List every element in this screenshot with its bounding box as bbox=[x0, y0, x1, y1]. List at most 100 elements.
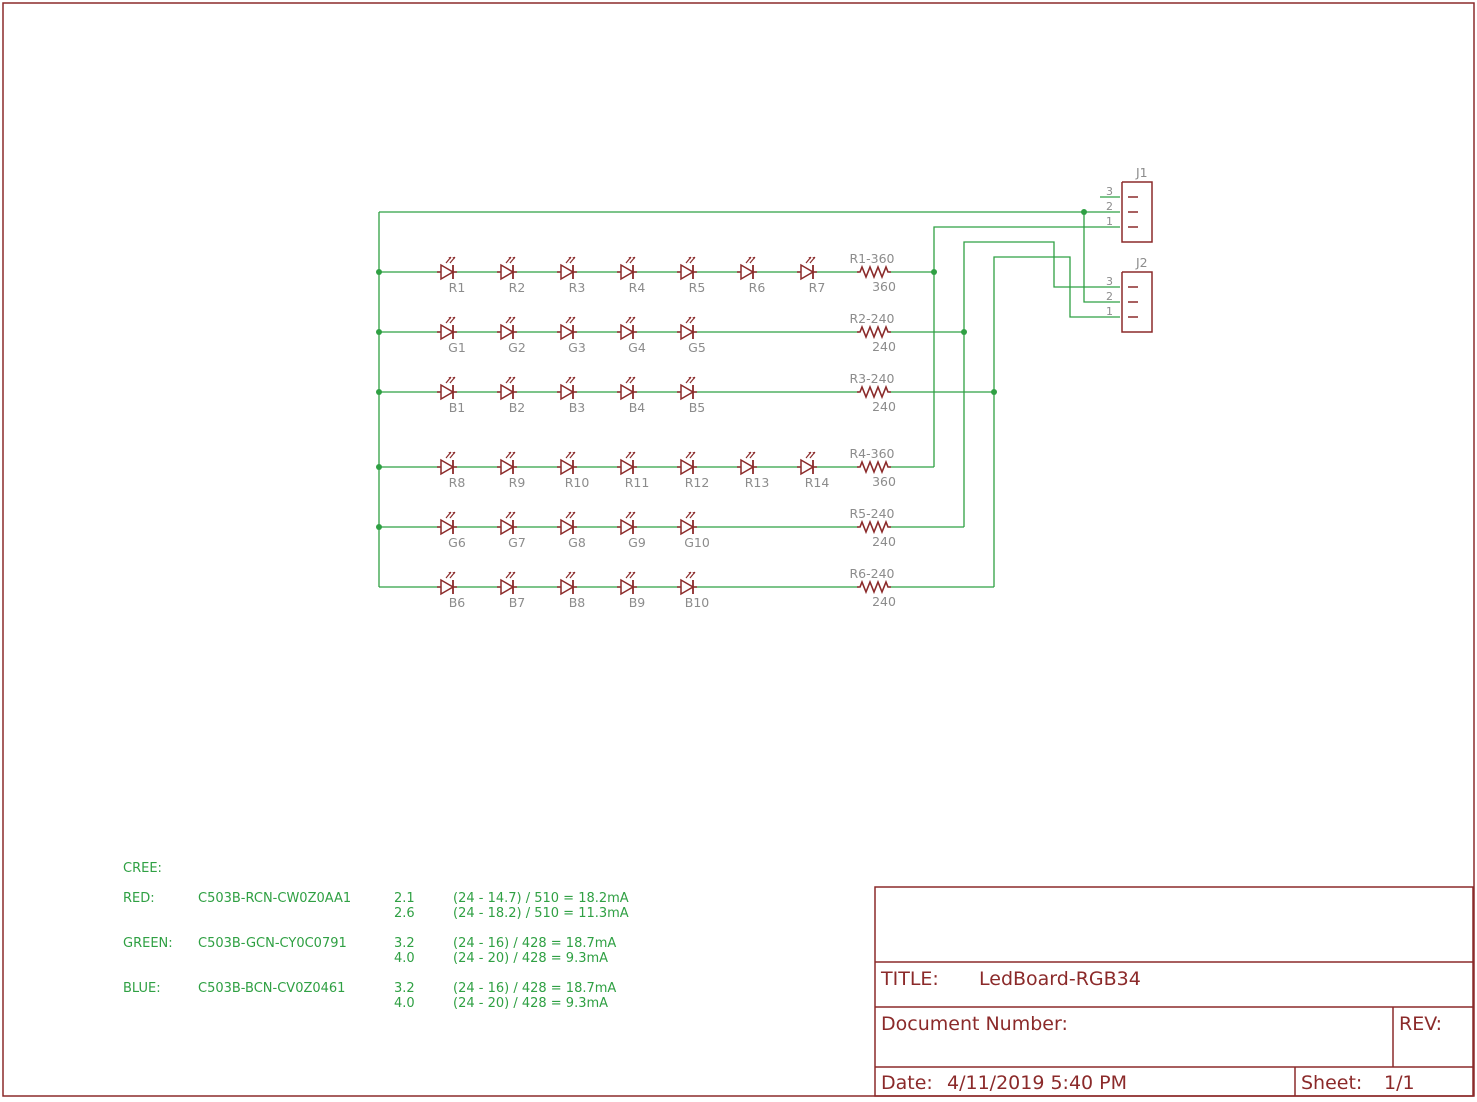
led-diode[interactable]: B2 bbox=[496, 376, 526, 415]
led-label: G9 bbox=[628, 535, 646, 550]
connector-label: J2 bbox=[1135, 255, 1148, 270]
led-diode[interactable]: B4 bbox=[616, 376, 646, 415]
note-vf: 2.1 bbox=[394, 891, 415, 906]
title-block: TITLE: LedBoard-RGB34 Document Number: R… bbox=[874, 886, 1474, 1097]
note-vf: 3.2 bbox=[394, 936, 415, 951]
led-diode[interactable]: B8 bbox=[556, 571, 585, 610]
led-diode[interactable]: B3 bbox=[556, 376, 586, 415]
led-diode[interactable]: R8 bbox=[436, 451, 465, 490]
led-diode[interactable]: G10 bbox=[676, 511, 710, 550]
led-label: B10 bbox=[685, 595, 710, 610]
led-diode[interactable]: G7 bbox=[496, 511, 526, 550]
connector-j2[interactable]: J2 3 2 1 bbox=[1106, 255, 1153, 333]
led-label: B9 bbox=[629, 595, 646, 610]
resistor[interactable]: R6-240 240 bbox=[849, 566, 895, 609]
junction-dots bbox=[376, 209, 1087, 530]
led-diode[interactable]: R10 bbox=[556, 451, 590, 490]
led-diode[interactable]: G5 bbox=[676, 316, 706, 355]
pin-label: 2 bbox=[1106, 200, 1113, 213]
resistor-value: 240 bbox=[872, 594, 896, 609]
led-diode[interactable]: G2 bbox=[496, 316, 526, 355]
resistor-value: 240 bbox=[872, 534, 896, 549]
led-label: R14 bbox=[805, 475, 830, 490]
led-label: R6 bbox=[749, 280, 766, 295]
resistor-name: R6-240 bbox=[849, 566, 894, 581]
led-diode[interactable]: R14 bbox=[796, 451, 830, 490]
note-calc: (24 - 16) / 428 = 18.7mA bbox=[453, 936, 616, 951]
resistor-name: R1-360 bbox=[849, 251, 894, 266]
note-calc: (24 - 14.7) / 510 = 18.2mA bbox=[453, 891, 629, 906]
led-diode[interactable]: R11 bbox=[616, 451, 650, 490]
led-diode[interactable]: G3 bbox=[556, 316, 586, 355]
led-diode[interactable]: G8 bbox=[556, 511, 586, 550]
led-label: G1 bbox=[448, 340, 466, 355]
led-label: G2 bbox=[508, 340, 526, 355]
led-label: G8 bbox=[568, 535, 586, 550]
led-label: B5 bbox=[689, 400, 706, 415]
note-vf: 3.2 bbox=[394, 981, 415, 996]
led-diode[interactable]: B9 bbox=[616, 571, 646, 610]
resistor-name: R5-240 bbox=[849, 506, 894, 521]
resistor-value: 360 bbox=[872, 279, 896, 294]
led-diode[interactable]: R13 bbox=[736, 451, 769, 490]
led-diode[interactable]: B7 bbox=[496, 571, 525, 610]
resistor[interactable]: R1-360 360 bbox=[849, 251, 895, 294]
led-label: B4 bbox=[629, 400, 646, 415]
led-label: B3 bbox=[569, 400, 586, 415]
led-diode[interactable]: R5 bbox=[676, 256, 705, 295]
led-diode[interactable]: B6 bbox=[436, 571, 466, 610]
led-diode[interactable]: B5 bbox=[676, 376, 706, 415]
resistor-value: 360 bbox=[872, 474, 896, 489]
led-diode[interactable]: G6 bbox=[436, 511, 466, 550]
led-label: G3 bbox=[568, 340, 586, 355]
led-label: G5 bbox=[688, 340, 706, 355]
connector-j1[interactable]: J1 3 2 1 bbox=[1106, 165, 1153, 243]
led-diode[interactable]: R3 bbox=[556, 256, 585, 295]
led-diode[interactable]: R7 bbox=[796, 256, 826, 295]
connector-label: J1 bbox=[1135, 165, 1148, 180]
resistor[interactable]: R4-360 360 bbox=[849, 446, 895, 489]
pin-label: 1 bbox=[1106, 305, 1113, 318]
led-diode[interactable]: R4 bbox=[616, 256, 645, 295]
rev-label: REV: bbox=[1399, 1013, 1442, 1035]
resistor[interactable]: R5-240 240 bbox=[849, 506, 895, 549]
led-label: R1 bbox=[449, 280, 466, 295]
note-color: BLUE: bbox=[123, 981, 161, 996]
led-label: G6 bbox=[448, 535, 466, 550]
date-value: 4/11/2019 5:40 PM bbox=[947, 1072, 1127, 1094]
sheet-label: Sheet: bbox=[1301, 1072, 1362, 1094]
resistor[interactable]: R3-240 240 bbox=[849, 371, 895, 414]
note-part: C503B-RCN-CW0Z0AA1 bbox=[198, 891, 351, 906]
led-label: R10 bbox=[565, 475, 590, 490]
led-label: R7 bbox=[809, 280, 826, 295]
led-diode[interactable]: G1 bbox=[436, 316, 466, 355]
led-diode[interactable]: G4 bbox=[616, 316, 646, 355]
notes-header: CREE: bbox=[123, 861, 162, 876]
pin-label: 3 bbox=[1106, 185, 1113, 198]
led-label: B2 bbox=[509, 400, 526, 415]
led-notes: CREE: RED: C503B-RCN-CW0Z0AA1 2.1 (24 - … bbox=[123, 861, 629, 1011]
led-diode[interactable]: R12 bbox=[676, 451, 709, 490]
resistor-value: 240 bbox=[872, 399, 896, 414]
led-diode[interactable]: R6 bbox=[736, 256, 766, 295]
note-calc: (24 - 18.2) / 510 = 11.3mA bbox=[453, 906, 629, 921]
led-diode[interactable]: R2 bbox=[496, 256, 525, 295]
pin-label: 3 bbox=[1106, 275, 1113, 288]
led-label: R11 bbox=[625, 475, 650, 490]
led-diode[interactable]: R1 bbox=[436, 256, 466, 295]
note-part: C503B-BCN-CV0Z0461 bbox=[198, 981, 345, 996]
led-diode[interactable]: B10 bbox=[676, 571, 710, 610]
led-diode[interactable]: G9 bbox=[616, 511, 646, 550]
resistor-name: R3-240 bbox=[849, 371, 894, 386]
date-label: Date: bbox=[881, 1072, 933, 1094]
led-diode[interactable]: B1 bbox=[436, 376, 465, 415]
resistor-name: R4-360 bbox=[849, 446, 894, 461]
led-diode[interactable]: R9 bbox=[496, 451, 525, 490]
led-label: B6 bbox=[449, 595, 466, 610]
